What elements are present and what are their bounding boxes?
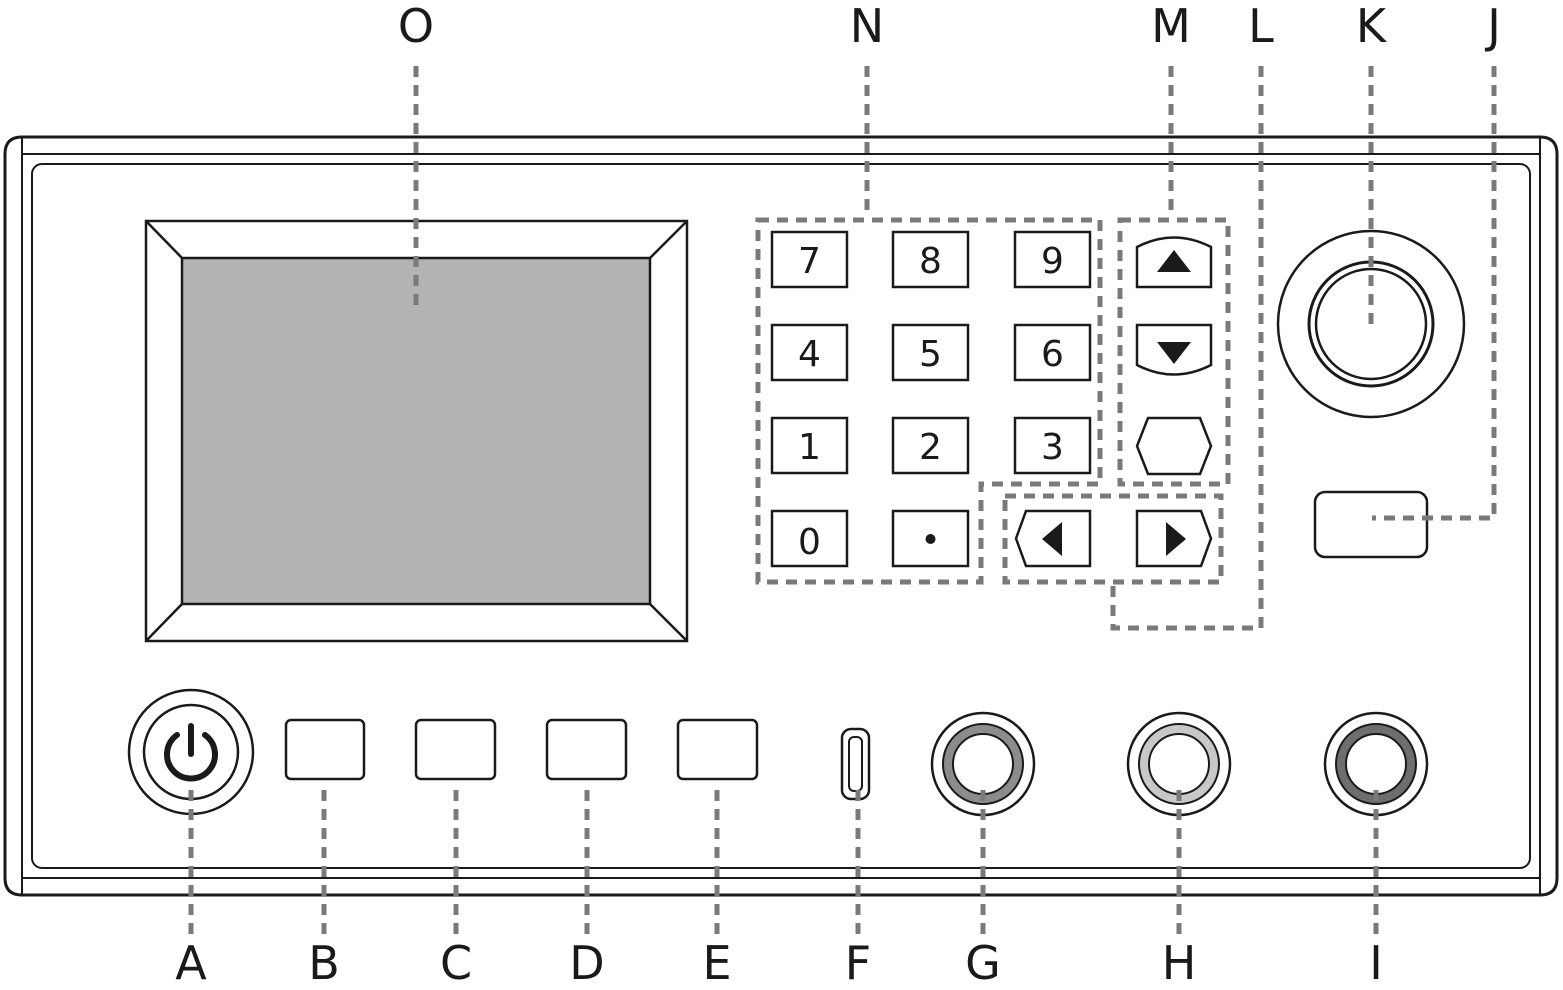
usb-port: [840, 727, 871, 801]
key-1[interactable]: 1: [770, 416, 849, 475]
svg-text:3: 3: [1041, 427, 1064, 468]
leader-lines: [188, 66, 1497, 936]
power-button[interactable]: [127, 688, 255, 816]
svg-text:4: 4: [798, 334, 821, 375]
function-button-c[interactable]: [414, 718, 497, 781]
svg-text:5: 5: [919, 334, 942, 375]
key-left[interactable]: [1014, 509, 1092, 568]
keypad-group-outline: [755, 217, 1103, 585]
arrow-left-icon: [1042, 522, 1062, 556]
callout-e: E: [702, 936, 732, 990]
function-button-d[interactable]: [545, 718, 628, 781]
terminal-h: [1126, 711, 1232, 817]
callout-k: K: [1355, 0, 1387, 53]
key-up[interactable]: [1135, 236, 1213, 289]
svg-text:8: 8: [919, 241, 942, 282]
panel-face: [31, 163, 1531, 869]
arrow-down-icon: [1157, 342, 1191, 364]
key-0[interactable]: 0: [770, 509, 849, 568]
callout-g: G: [965, 936, 1001, 990]
key-down[interactable]: [1135, 323, 1213, 376]
key-decimal-point[interactable]: [891, 509, 970, 568]
key-5[interactable]: 5: [891, 323, 970, 382]
key-right[interactable]: [1135, 509, 1213, 568]
callout-d: D: [569, 936, 605, 990]
key-9[interactable]: 9: [1013, 230, 1092, 289]
function-button-e[interactable]: [676, 718, 759, 781]
callout-o: O: [397, 0, 435, 53]
svg-text:6: 6: [1041, 334, 1064, 375]
function-button-b[interactable]: [284, 718, 366, 781]
terminal-g: [930, 711, 1036, 817]
svg-text:9: 9: [1041, 241, 1064, 282]
leftright-group-outline: [1002, 493, 1224, 585]
callout-i: I: [1369, 936, 1383, 990]
svg-text:7: 7: [798, 241, 821, 282]
key-2[interactable]: 2: [891, 416, 970, 475]
callout-n: N: [849, 0, 885, 53]
updown-group-outline: [1117, 217, 1231, 487]
dot-icon: [925, 534, 936, 544]
key-4[interactable]: 4: [770, 323, 849, 382]
terminal-i: [1323, 711, 1429, 817]
callout-m: M: [1151, 0, 1191, 53]
svg-text:0: 0: [798, 522, 821, 563]
callout-h: H: [1161, 936, 1197, 990]
leader-l: [1110, 66, 1264, 631]
key-blank[interactable]: [1135, 416, 1213, 476]
power-icon: [164, 723, 218, 782]
leader-j: [1372, 66, 1497, 521]
key-3[interactable]: 3: [1013, 416, 1092, 475]
callout-l: L: [1248, 0, 1274, 53]
callout-c: C: [439, 936, 473, 990]
svg-text:2: 2: [919, 427, 942, 468]
key-6[interactable]: 6: [1013, 323, 1092, 382]
numeric-keypad: 7 8 9 4 5 6 1 2 3 0: [770, 230, 1092, 568]
callout-f: F: [844, 936, 872, 990]
key-7[interactable]: 7: [770, 230, 849, 289]
key-8[interactable]: 8: [891, 230, 970, 289]
display-screen: [144, 219, 689, 643]
arrow-up-icon: [1157, 250, 1191, 272]
callout-a: A: [175, 936, 207, 990]
svg-text:1: 1: [798, 427, 821, 468]
callout-j: J: [1487, 0, 1501, 53]
callout-b: B: [308, 936, 340, 990]
button-j[interactable]: [1313, 490, 1429, 559]
arrow-right-icon: [1166, 522, 1186, 556]
